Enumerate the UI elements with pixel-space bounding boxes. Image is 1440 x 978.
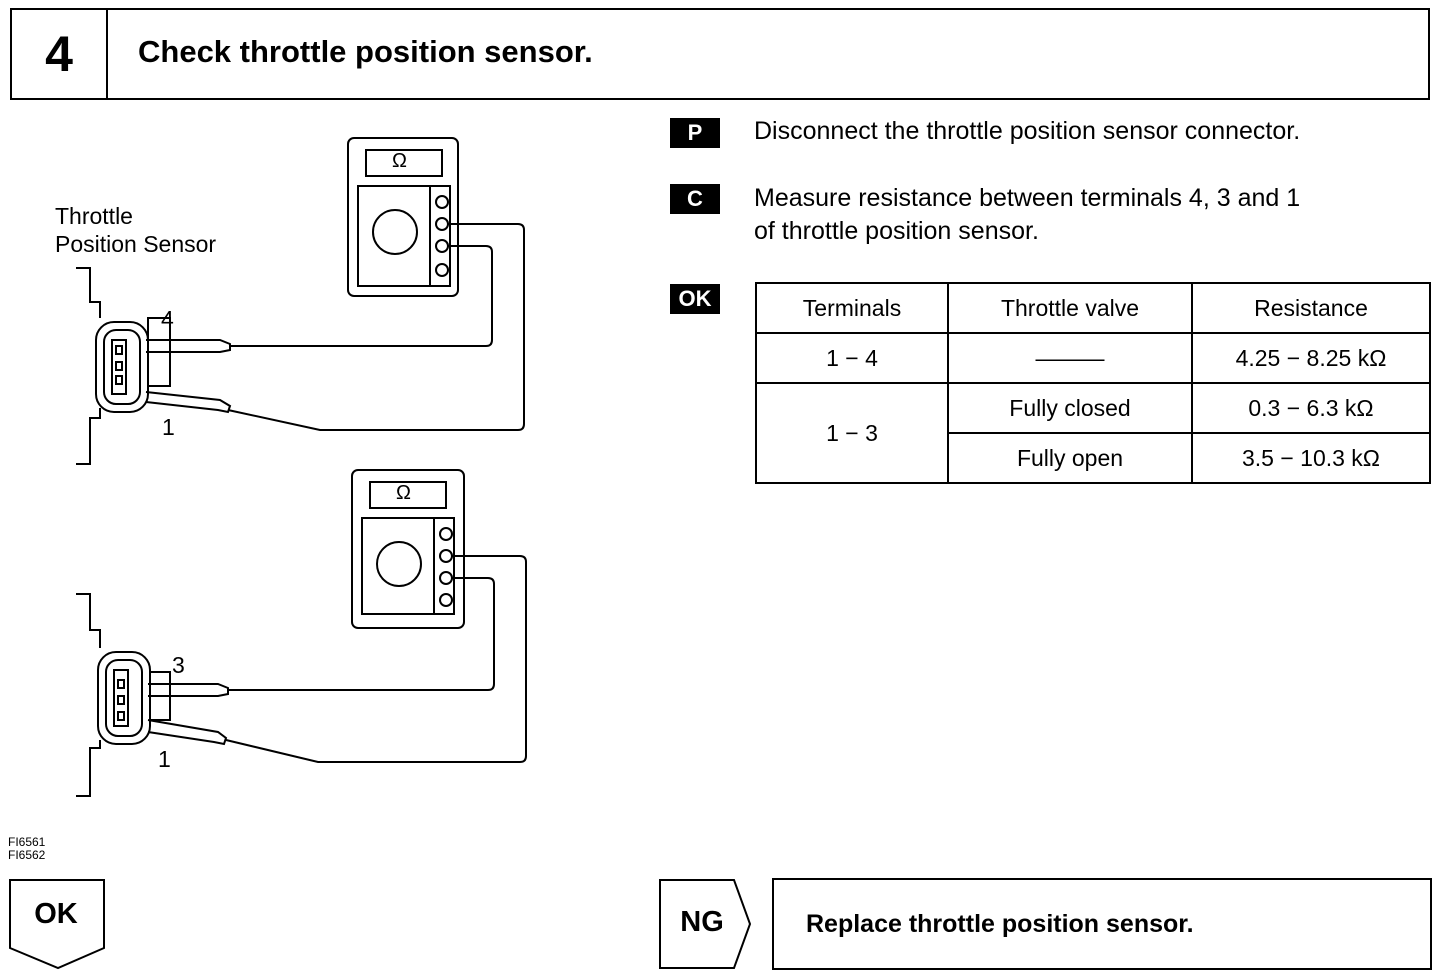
step-number: 4 <box>12 10 108 98</box>
ohmmeter-top <box>347 137 459 297</box>
sensor-label-line2: Position Sensor <box>55 231 217 257</box>
sensor-label: Throttle Position Sensor <box>55 202 216 258</box>
ng-result-label: NG <box>680 906 724 938</box>
check-instruction: Measure resistance between terminals 4, … <box>754 182 1300 248</box>
sensor-housing-top <box>76 267 232 465</box>
figure-id-1: FI6561 <box>8 835 46 849</box>
check-badge: C <box>670 184 720 214</box>
meter-lead-top <box>227 223 525 431</box>
terminal-label-1-top: 1 <box>162 414 175 440</box>
cell-valve: Fully open <box>947 432 1193 484</box>
figure-id-2: FI6562 <box>8 848 46 862</box>
resistance-spec-table: Terminals Throttle valve Resistance 1 − … <box>755 282 1431 484</box>
ohm-symbol-bottom: Ω <box>396 482 411 504</box>
table-row: Fully open 3.5 − 10.3 kΩ <box>756 432 1431 484</box>
ok-badge: OK <box>670 284 720 314</box>
step-header: 4 Check throttle position sensor. <box>10 8 1430 100</box>
header-terminals: Terminals <box>755 282 949 334</box>
cell-resistance: 0.3 − 6.3 kΩ <box>1191 382 1431 434</box>
table-header-row: Terminals Throttle valve Resistance <box>755 282 1431 334</box>
ohmmeter-bottom <box>351 469 465 629</box>
header-resistance: Resistance <box>1191 282 1431 334</box>
prep-instruction: Disconnect the throttle position sensor … <box>754 117 1301 145</box>
ng-action-text: Replace throttle position sensor. <box>806 910 1194 938</box>
meter-lead-bottom <box>225 555 527 763</box>
terminal-label-1-bottom: 1 <box>158 746 171 772</box>
cell-terminals: 1 − 3 <box>755 382 949 484</box>
cell-terminals: 1 − 4 <box>755 332 949 384</box>
check-instruction-line1: Measure resistance between terminals 4, … <box>754 184 1301 212</box>
ng-action-box: Replace throttle position sensor. <box>772 878 1432 970</box>
sensor-label-line1: Throttle <box>55 203 133 229</box>
terminal-label-4: 4 <box>161 306 174 332</box>
ohm-symbol-top: Ω <box>392 150 407 172</box>
ok-result-box <box>9 879 105 970</box>
step-title: Check throttle position sensor. <box>138 34 593 69</box>
figure-ids: FI6561 FI6562 <box>8 836 45 862</box>
wiring-diagram <box>76 137 527 797</box>
ng-result-box <box>659 879 752 969</box>
cell-valve: ——— <box>947 332 1193 384</box>
header-throttle-valve: Throttle valve <box>947 282 1193 334</box>
prep-badge: P <box>670 118 720 148</box>
cell-resistance: 3.5 − 10.3 kΩ <box>1191 432 1431 484</box>
sensor-housing-bottom <box>76 593 229 797</box>
cell-valve: Fully closed <box>947 382 1193 434</box>
table-row: 1 − 4 ——— 4.25 − 8.25 kΩ <box>755 332 1431 384</box>
check-instruction-line2: of throttle position sensor. <box>754 217 1039 245</box>
table-row: 1 − 3 Fully closed 0.3 − 6.3 kΩ <box>755 382 1431 484</box>
terminal-label-3: 3 <box>172 652 185 678</box>
ok-result-label: OK <box>34 898 78 930</box>
cell-resistance: 4.25 − 8.25 kΩ <box>1191 332 1431 384</box>
